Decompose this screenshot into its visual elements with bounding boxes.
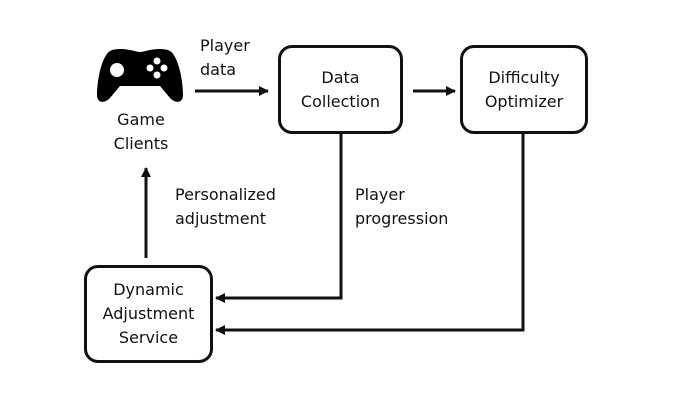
label-line: Collection	[300, 91, 381, 111]
label-line: Personalized	[175, 185, 276, 204]
label-line: Service	[118, 328, 179, 347]
arrow-optimizer-to-service	[215, 134, 525, 335]
label-line: Player	[355, 185, 405, 204]
player-data-label: Player data	[200, 34, 250, 82]
label-line: data	[200, 60, 237, 79]
label-line: Player	[200, 36, 250, 55]
label-line: Adjustment	[102, 304, 195, 323]
label-line: Difficulty	[488, 67, 560, 87]
label-line: progression	[355, 209, 449, 228]
gamepad-icon	[97, 49, 183, 102]
arrow-player-progression	[215, 134, 343, 303]
label-line: Clients	[113, 134, 169, 153]
game-clients-label: Game Clients	[110, 108, 172, 156]
label-line: Game	[117, 110, 165, 129]
personalized-adjustment-label: Personalized adjustment	[175, 183, 276, 231]
label-line: Data	[321, 67, 360, 87]
label-line: Dynamic	[113, 280, 184, 299]
label-line: Optimizer	[484, 91, 564, 111]
player-progression-label: Player progression	[355, 183, 448, 231]
label-line: adjustment	[175, 209, 266, 228]
